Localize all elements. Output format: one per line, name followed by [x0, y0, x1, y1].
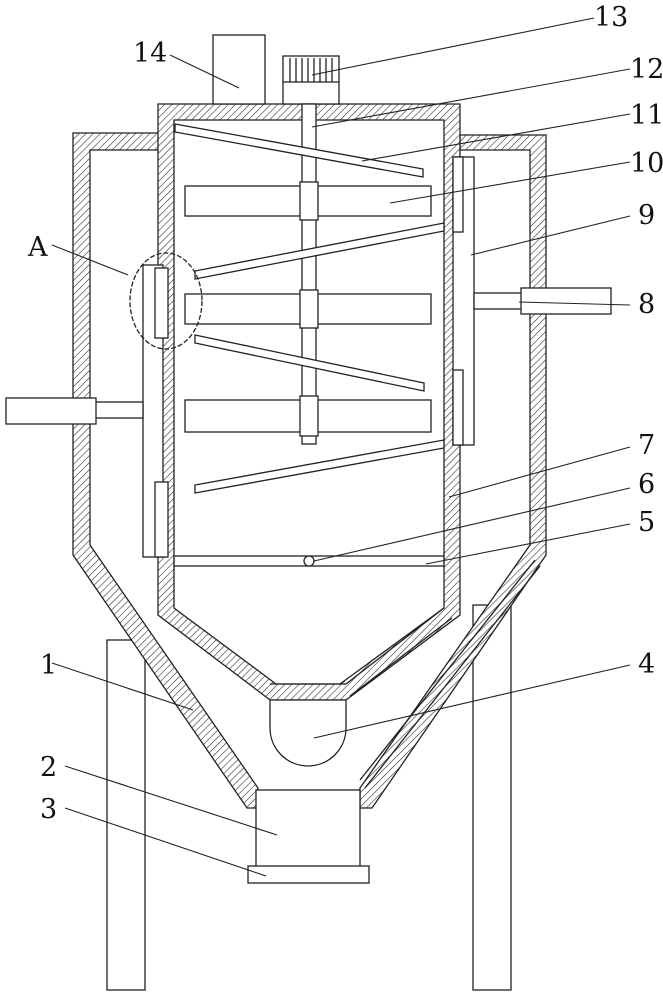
label-2: 2: [40, 752, 57, 783]
lower-bracing: [345, 559, 541, 789]
left-support-leg: [106, 639, 146, 991]
leader-lines: [51, 17, 631, 877]
valve-ball: [303, 555, 315, 567]
label-1: 1: [40, 650, 57, 681]
right-support-leg: [472, 604, 512, 991]
label-10: 10: [630, 148, 663, 179]
label-9: 9: [638, 200, 655, 231]
label-5: 5: [638, 507, 655, 538]
label-12: 12: [630, 54, 663, 85]
discharge-chamber: [269, 683, 347, 767]
side-pipes: [5, 287, 612, 425]
stirring-blades: [184, 181, 432, 437]
label-a: A: [27, 232, 48, 263]
label-7: 7: [638, 430, 655, 461]
label-13: 13: [594, 2, 628, 33]
right-heating-strips: [452, 156, 475, 446]
label-3: 3: [40, 794, 57, 825]
feed-pipe: [212, 34, 266, 105]
label-6: 6: [638, 469, 655, 500]
motor: [282, 55, 340, 105]
support-legs: [106, 604, 512, 991]
label-11: 11: [630, 100, 663, 131]
label-8: 8: [638, 289, 655, 320]
outlet-pipe: [255, 789, 361, 869]
inclined-guide-plates: [174, 123, 445, 494]
label-4: 4: [638, 649, 655, 680]
outlet-flange: [247, 865, 370, 884]
part-labels: 1 2 3 4 5 6 7 8 9 10 11 12 13 14 A: [27, 2, 663, 825]
label-14: 14: [133, 38, 167, 69]
detail-circle-a: [129, 252, 203, 350]
